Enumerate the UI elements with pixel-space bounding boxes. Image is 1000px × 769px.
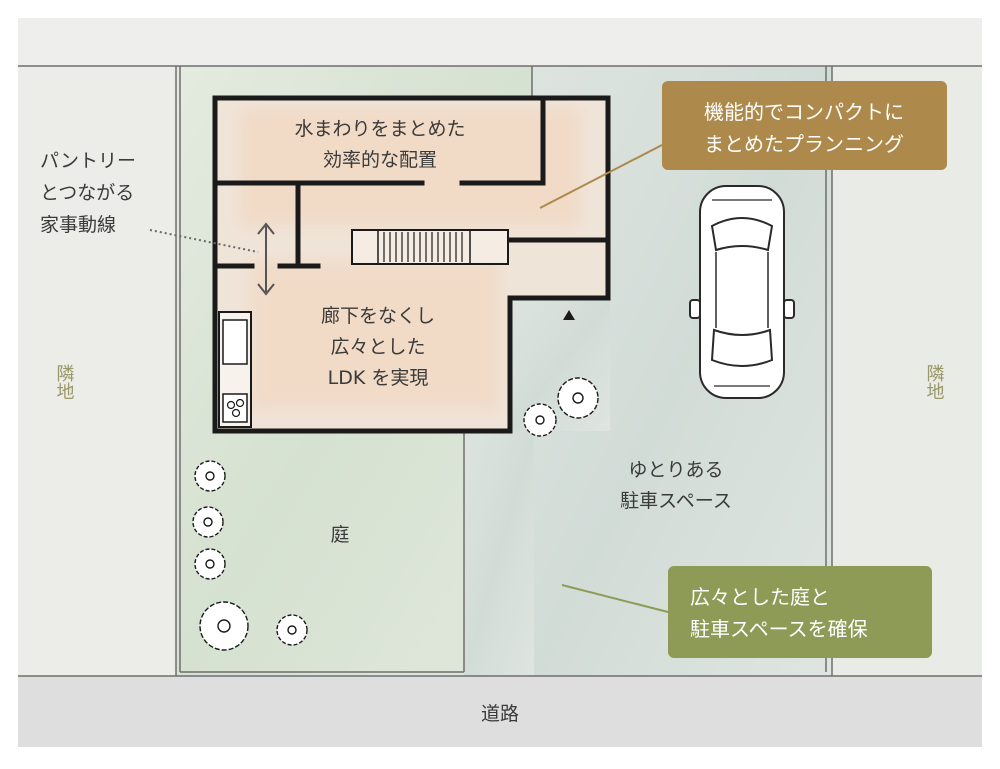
kitchen-counter	[218, 311, 252, 428]
parking-label-2: 駐車スペース	[620, 490, 732, 512]
stairs	[351, 229, 509, 265]
parking-label-1: ゆとりある	[628, 459, 723, 481]
compact-leader-line	[539, 144, 663, 209]
entrance-marker	[563, 310, 575, 320]
ldk-glow	[250, 260, 500, 410]
road-area	[18, 676, 982, 747]
water-area-label-2: 効率的な配置	[323, 149, 437, 171]
neighbor-right-label: 隣地	[924, 364, 945, 400]
car-icon	[689, 185, 795, 399]
tree-icon	[192, 377, 599, 651]
ldk-label-2: 広々とした	[330, 336, 425, 358]
house-walls	[212, 95, 611, 434]
neighbor-left-label: 隣地	[54, 364, 75, 400]
garden-parking-callout: 広々とした庭と 駐車スペースを確保	[668, 566, 932, 658]
compact-callout-line-2: まとめたプランニング	[704, 132, 904, 156]
compact-callout: 機能的でコンパクトに まとめたプランニング	[662, 81, 947, 170]
ldk-label-3: LDK を実現	[328, 367, 429, 389]
pantry-leader-line	[149, 229, 259, 253]
pantry-label-2: とつながる	[40, 182, 134, 204]
garden-label: 庭	[330, 524, 349, 546]
neighbor-left-area	[18, 66, 176, 676]
top-strip	[18, 18, 982, 66]
water-area-label-1: 水まわりをまとめた	[294, 118, 465, 140]
pantry-label-1: パントリー	[40, 150, 136, 172]
pantry-label-3: 家事動線	[40, 214, 116, 236]
garden-parking-callout-line-1: 広々とした庭と	[690, 585, 830, 609]
garden-leader-line	[561, 584, 669, 613]
ldk-label-1: 廊下をなくし	[321, 305, 435, 327]
front-yard-area	[464, 430, 534, 676]
pantry-route-arrow	[257, 222, 275, 296]
road-label: 道路	[481, 703, 519, 725]
garden-parking-callout-line-2: 駐車スペースを確保	[690, 617, 868, 641]
compact-callout-line-1: 機能的でコンパクトに	[704, 100, 904, 124]
